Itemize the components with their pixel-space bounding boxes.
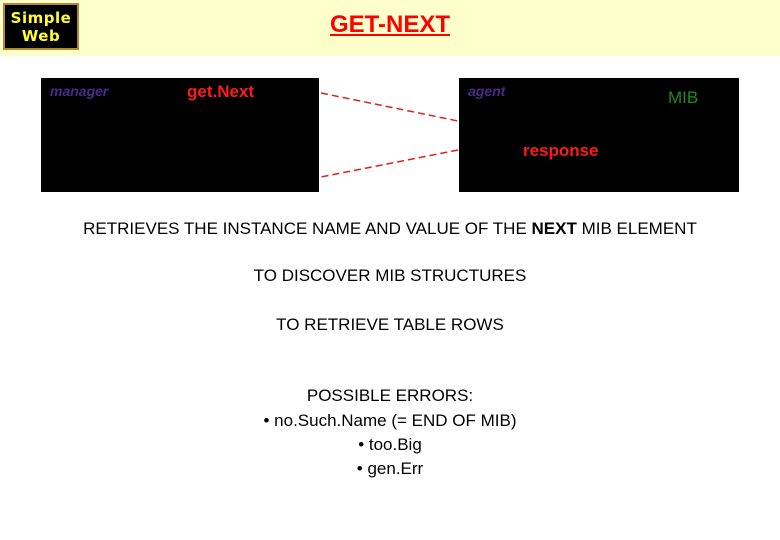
response-label: response [523,141,599,160]
use-case-discover: TO DISCOVER MIB STRUCTURES [253,266,527,285]
agent-label: agent [468,83,506,99]
description-part-2: MIB ELEMENT [576,219,697,238]
description-part-1: RETRIEVES THE INSTANCE NAME AND VALUE OF… [83,219,532,238]
logo-line-2: Web [21,26,61,45]
request-arrow [320,92,459,122]
error-item-generr: • gen.Err [356,459,424,478]
page-title: GET-NEXT [329,11,450,38]
get-next-request-label: get.Next [187,82,255,101]
errors-heading: POSSIBLE ERRORS: [306,386,474,405]
use-case-table-rows: TO RETRIEVE TABLE ROWS [276,315,504,334]
manager-label: manager [50,83,109,99]
header-bar: Simple Web GET-NEXT [0,0,780,56]
response-arrow [320,149,459,178]
agent-box: agent MIB response [459,78,739,192]
manager-box: manager get.Next [41,78,319,192]
mib-label: MIB [668,88,699,107]
error-item-nosuchname: • no.Such.Name (= END OF MIB) [263,411,517,430]
logo-line-1: Simple [10,8,72,27]
description-emphasis: NEXT [531,219,577,238]
simple-web-logo: Simple Web [3,3,79,50]
error-item-toobig: • too.Big [358,435,422,454]
description-line: RETRIEVES THE INSTANCE NAME AND VALUE OF… [0,219,780,239]
